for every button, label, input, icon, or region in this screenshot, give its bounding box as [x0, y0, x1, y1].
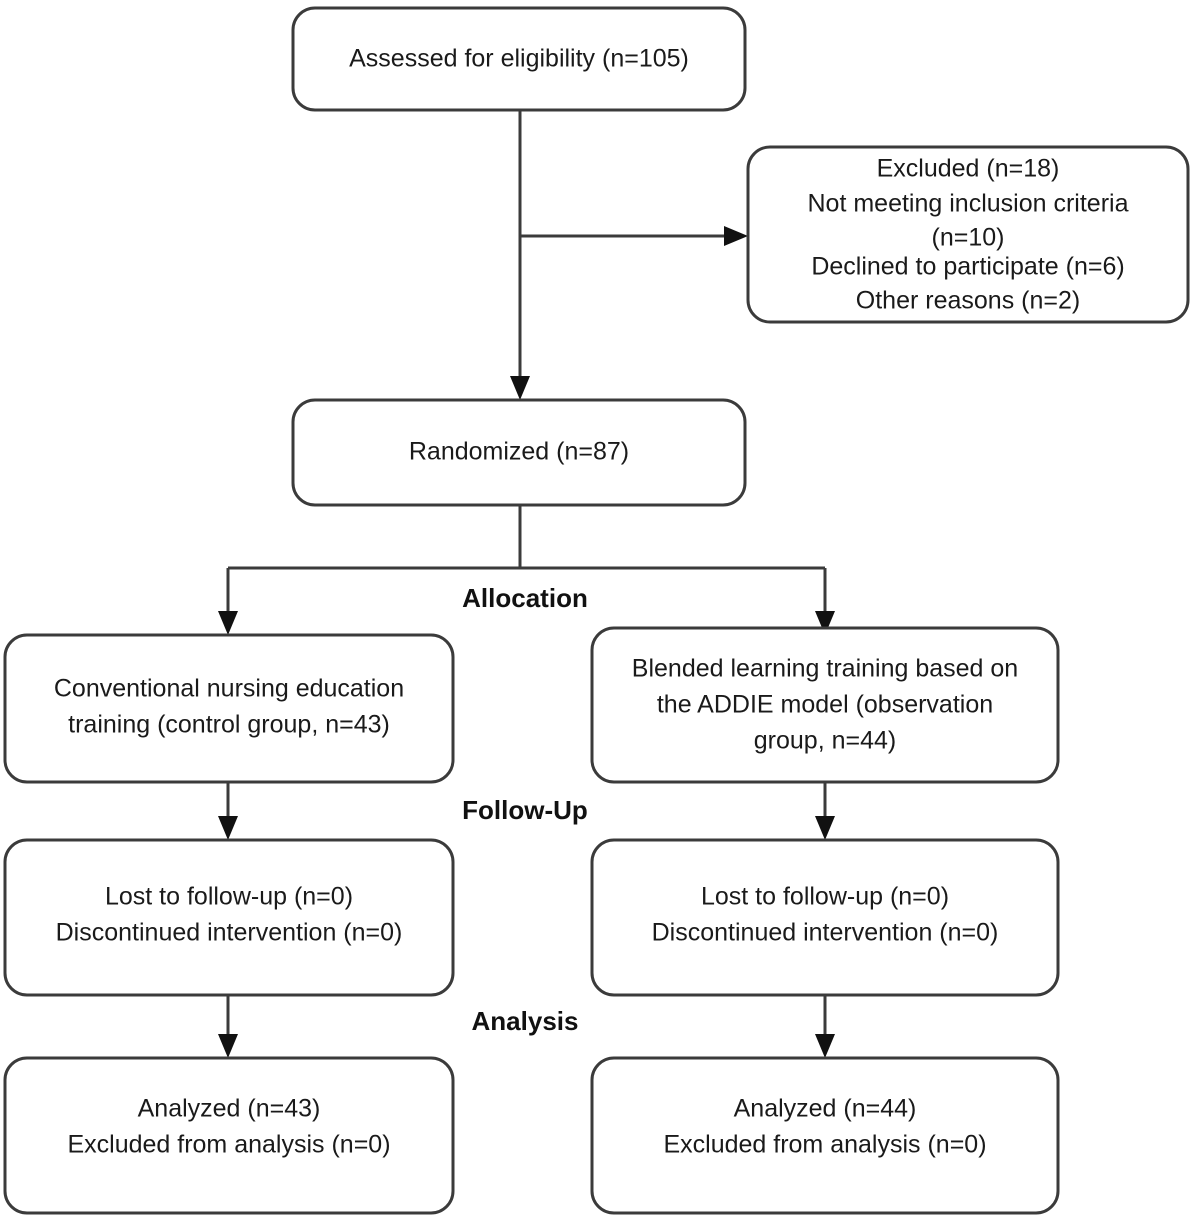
excluded-box-line-5: Other reasons (n=2)	[856, 287, 1080, 315]
connector-assessed-to-randomized	[510, 110, 530, 400]
stage-label-allocation: Allocation	[462, 583, 588, 613]
analysis-left-box: Analyzed (n=43) Excluded from analysis (…	[3, 1056, 455, 1215]
analysis-left-box-line-1: Analyzed (n=43)	[138, 1095, 321, 1123]
connector-left-allocation-to-followup	[218, 782, 238, 840]
follow-up-left-box: Lost to follow-up (n=0) Discontinued int…	[3, 838, 455, 997]
excluded-box-line-2: Not meeting inclusion criteria	[808, 190, 1129, 218]
follow-up-left-box-line-1: Lost to follow-up (n=0)	[105, 883, 353, 911]
assessed-box-line-1: Assessed for eligibility (n=105)	[349, 45, 689, 73]
allocation-left-box: Conventional nursing education training …	[3, 633, 455, 784]
stage-label-analysis: Analysis	[472, 1006, 579, 1036]
excluded-box-line-4: Declined to participate (n=6)	[811, 253, 1124, 281]
allocation-right-box: Blended learning training based on the A…	[590, 626, 1060, 784]
allocation-right-box-line-3: group, n=44)	[754, 727, 896, 755]
allocation-left-box-line-2: training (control group, n=43)	[68, 711, 390, 739]
randomized-box-outline	[291, 398, 747, 507]
analysis-left-box-line-2: Excluded from analysis (n=0)	[67, 1131, 390, 1159]
excluded-box: Excluded (n=18) Not meeting inclusion cr…	[746, 145, 1190, 324]
connector-right-allocation-to-followup	[815, 782, 835, 840]
connector-randomized-split	[218, 505, 835, 635]
connector-right-followup-to-analysis	[815, 995, 835, 1058]
analysis-right-box-line-2: Excluded from analysis (n=0)	[663, 1131, 986, 1159]
follow-up-right-box: Lost to follow-up (n=0) Discontinued int…	[590, 838, 1060, 997]
follow-up-left-box-outline	[3, 838, 455, 997]
follow-up-left-box-line-2: Discontinued intervention (n=0)	[56, 919, 403, 947]
allocation-right-box-line-1: Blended learning training based on	[632, 655, 1018, 683]
follow-up-right-box-line-2: Discontinued intervention (n=0)	[652, 919, 999, 947]
allocation-right-box-line-2: the ADDIE model (observation	[657, 691, 993, 719]
excluded-box-outline	[746, 145, 1190, 324]
analysis-right-box: Analyzed (n=44) Excluded from analysis (…	[590, 1056, 1060, 1215]
connector-left-followup-to-analysis	[218, 995, 238, 1058]
randomized-box-line-1: Randomized (n=87)	[409, 438, 629, 466]
assessed-for-eligibility-box: Assessed for eligibility (n=105)	[291, 6, 747, 112]
analysis-left-box-outline	[3, 1056, 455, 1215]
analysis-right-box-outline	[590, 1056, 1060, 1215]
excluded-box-line-1: Excluded (n=18)	[877, 155, 1060, 183]
connector-assessed-to-excluded	[520, 226, 748, 246]
assessed-box-outline	[291, 6, 747, 112]
allocation-left-box-line-1: Conventional nursing education	[54, 675, 404, 703]
follow-up-right-box-line-1: Lost to follow-up (n=0)	[701, 883, 949, 911]
allocation-right-box-outline	[590, 626, 1060, 784]
excluded-box-line-3: (n=10)	[932, 224, 1005, 252]
analysis-right-box-line-1: Analyzed (n=44)	[734, 1095, 917, 1123]
randomized-box: Randomized (n=87)	[291, 398, 747, 507]
follow-up-right-box-outline	[590, 838, 1060, 997]
stage-label-follow-up: Follow-Up	[462, 795, 588, 825]
allocation-left-box-outline	[3, 633, 455, 784]
